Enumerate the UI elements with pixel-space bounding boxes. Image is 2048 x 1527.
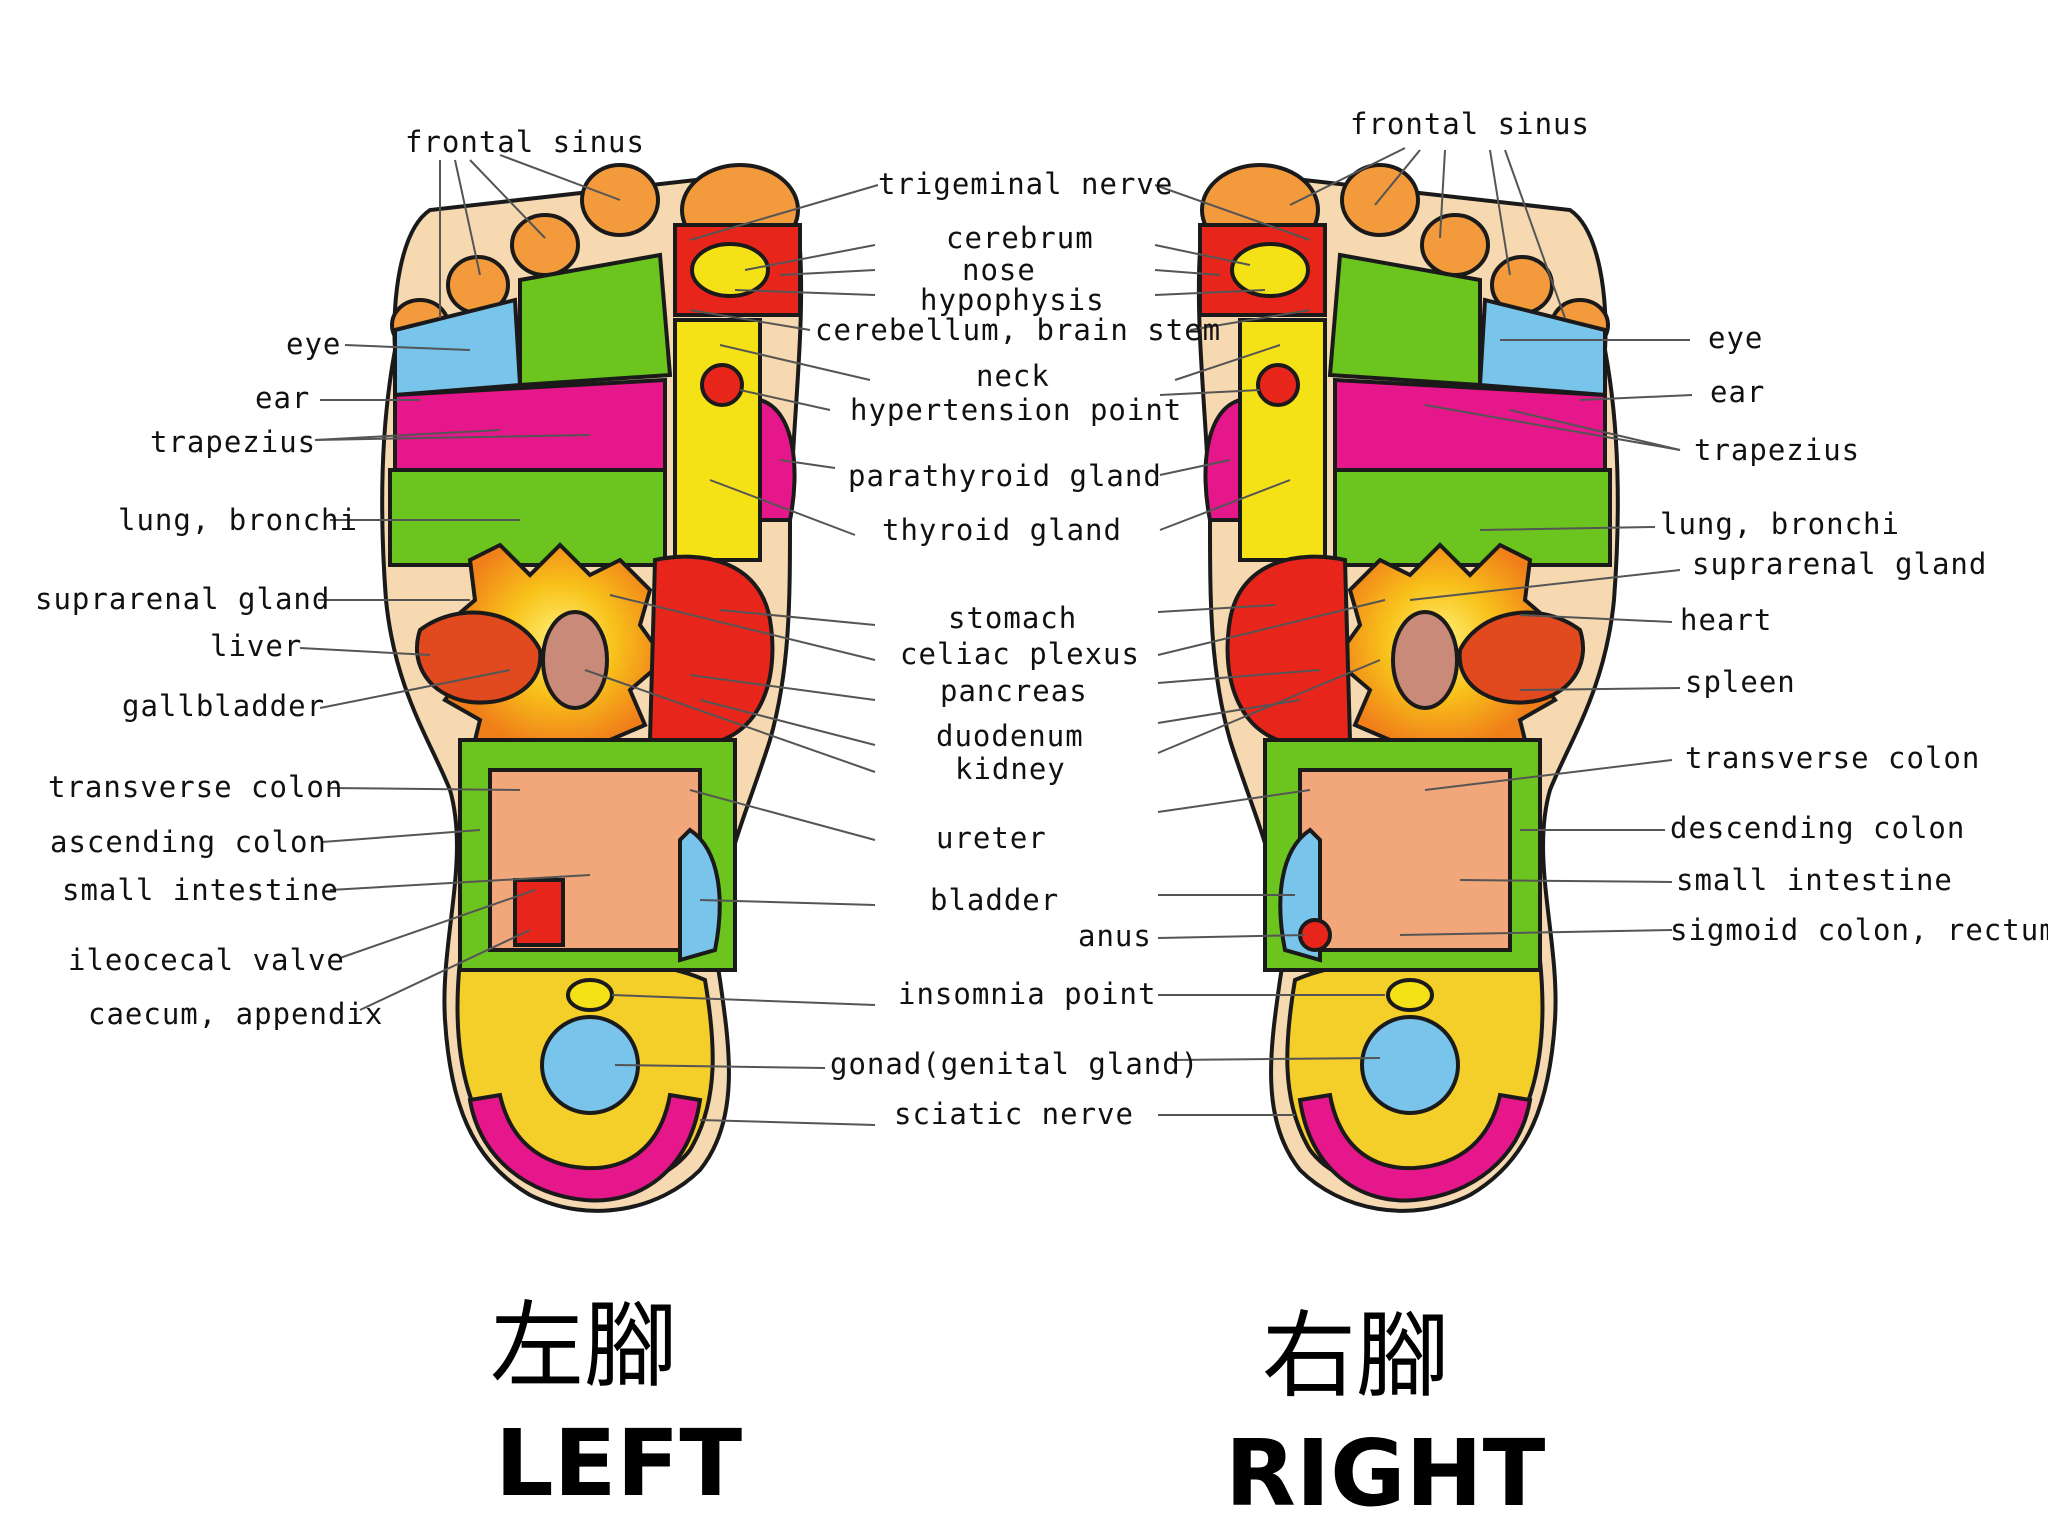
left-label-ileocecal-valve: ileocecal valve	[68, 943, 345, 977]
right-foot-title: RIGHT	[1225, 1420, 1546, 1527]
right-kidney	[1391, 610, 1459, 710]
right-label-spleen: spleen	[1685, 665, 1796, 699]
center-label-trigeminal-nerve: trigeminal nerve	[878, 167, 1174, 201]
right-neck-zone	[1238, 318, 1327, 562]
right-foot-title-cjk: 右腳	[1262, 1302, 1451, 1411]
left-label-small-intestine: small intestine	[62, 873, 339, 907]
left-caecum	[513, 878, 565, 947]
right-label-transverse-colon: transverse colon	[1685, 741, 1981, 775]
left-foot-title-cjk: 左腳	[490, 1292, 679, 1401]
center-label-ureter: ureter	[936, 821, 1047, 855]
right-label-sigmoid-colon: sigmoid colon, rectum	[1670, 913, 2048, 947]
left-label-ascending-colon: ascending colon	[50, 825, 327, 859]
right-lung-zone	[1333, 468, 1612, 567]
left-label-liver: liver	[210, 629, 303, 663]
right-eye-zone	[1327, 252, 1482, 388]
left-liver	[414, 610, 543, 705]
center-label-cerebrum: cerebrum	[946, 221, 1094, 255]
right-label-heart: heart	[1680, 603, 1773, 637]
left-sciatic-band	[467, 1092, 703, 1203]
right-trapezius-zone	[1333, 377, 1607, 472]
left-label-trapezius: trapezius	[150, 425, 317, 459]
right-toe-3	[1420, 213, 1490, 277]
center-label-nose: nose	[962, 253, 1036, 287]
center-label-neck: neck	[976, 359, 1050, 393]
center-label-gonad: gonad(genital gland)	[830, 1047, 1200, 1081]
left-cerebrum	[690, 242, 770, 298]
right-insomnia	[1386, 978, 1434, 1012]
right-label-descending-colon: descending colon	[1670, 811, 1966, 845]
center-label-pancreas: pancreas	[940, 674, 1088, 708]
right-label-ear: ear	[1710, 375, 1766, 409]
right-foot	[1196, 163, 1620, 1213]
right-sciatic-band	[1297, 1092, 1533, 1203]
left-bladder-zone	[678, 827, 722, 963]
right-parathyroid	[1203, 397, 1242, 522]
left-kidney	[541, 610, 609, 710]
left-neck-zone	[673, 318, 762, 562]
left-toe-3	[510, 213, 580, 277]
left-label-gallbladder: gallbladder	[122, 689, 326, 723]
left-label-lung-bronchi: lung, bronchi	[118, 503, 358, 537]
left-label-ear: ear	[255, 381, 311, 415]
left-label-eye: eye	[286, 327, 342, 361]
right-cerebrum	[1230, 242, 1310, 298]
center-label-hypertension-point: hypertension point	[850, 393, 1183, 427]
right-heart	[1457, 610, 1586, 705]
right-label-lung-bronchi: lung, bronchi	[1660, 507, 1900, 541]
right-gonad	[1360, 1015, 1460, 1115]
center-label-cerebellum: cerebellum, brain stem	[815, 313, 1222, 347]
center-label-celiac-plexus: celiac plexus	[900, 637, 1140, 671]
center-label-sciatic-nerve: sciatic nerve	[894, 1097, 1134, 1131]
right-intestine	[1298, 768, 1512, 952]
right-label-trapezius: trapezius	[1694, 433, 1861, 467]
left-foot	[380, 163, 804, 1213]
left-label-frontal-sinus: frontal sinus	[405, 125, 645, 159]
leader-lines	[299, 147, 1693, 1126]
left-insomnia	[566, 978, 614, 1012]
right-label-eye: eye	[1708, 321, 1764, 355]
center-label-kidney: kidney	[955, 752, 1066, 786]
center-label-hypophysis: hypophysis	[920, 283, 1105, 317]
left-trapezius-zone	[393, 377, 667, 472]
left-hypertension	[700, 363, 744, 407]
center-label-parathyroid-gland: parathyroid gland	[848, 459, 1162, 493]
left-label-caecum-appendix: caecum, appendix	[88, 997, 384, 1031]
right-ear-zone	[1477, 297, 1607, 398]
left-lung-zone	[388, 468, 667, 567]
center-label-duodenum: duodenum	[936, 719, 1084, 753]
right-label-suprarenal-gland: suprarenal gland	[1692, 547, 1988, 581]
center-label-anus: anus	[1078, 919, 1152, 953]
left-ear-zone	[393, 297, 523, 398]
left-eye-zone	[518, 252, 673, 388]
right-stomach-zone	[1225, 554, 1353, 748]
left-stomach-zone	[647, 554, 775, 748]
left-parathyroid	[758, 397, 797, 522]
center-label-insomnia-point: insomnia point	[898, 977, 1157, 1011]
left-foot-title: LEFT	[495, 1410, 743, 1517]
center-label-thyroid-gland: thyroid gland	[882, 513, 1122, 547]
right-label-small-intestine: small intestine	[1676, 863, 1953, 897]
left-label-suprarenal-gland: suprarenal gland	[35, 582, 331, 616]
right-hypertension	[1256, 363, 1300, 407]
center-label-bladder: bladder	[930, 883, 1060, 917]
left-label-transverse-colon: transverse colon	[48, 770, 344, 804]
right-label-frontal-sinus: frontal sinus	[1350, 107, 1590, 141]
center-label-stomach: stomach	[948, 601, 1078, 635]
